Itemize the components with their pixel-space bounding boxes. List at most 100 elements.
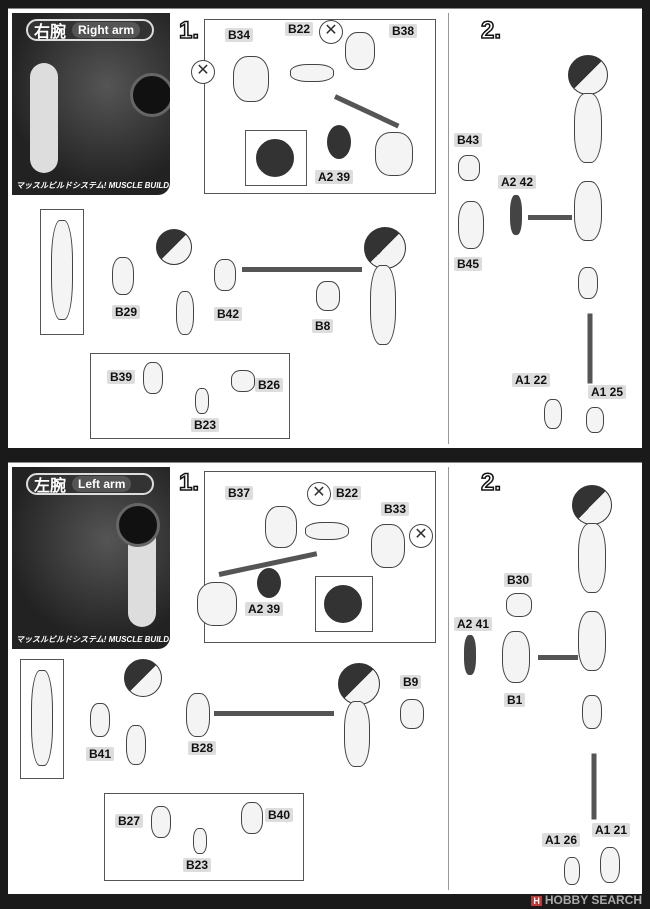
part-label: B40 (265, 808, 294, 822)
part (506, 593, 532, 617)
system-caption: マッスルビルドシステム! MUSCLE BUILD-UP SYSTEM! (16, 181, 170, 190)
part-assembled-arm (370, 265, 396, 345)
divider (448, 13, 449, 444)
step-1-detail-frame: B37 B22 B33 A2 39 ✕ ✕ (197, 471, 436, 643)
part-hand (578, 267, 598, 299)
part (600, 847, 620, 883)
step-2-number: 2. (478, 16, 505, 45)
part-cap (257, 568, 281, 598)
part-arm (578, 611, 606, 671)
part (186, 693, 210, 737)
part-label: B37 (225, 486, 254, 500)
part-label: A1 25 (588, 385, 627, 399)
arrow (587, 313, 593, 384)
part-label: A1 26 (542, 833, 581, 847)
shoulder-illustration (116, 503, 160, 547)
subassembly-box: B39 B26 B23 (90, 353, 290, 439)
no-cut-icon: ✕ (191, 60, 215, 84)
step-1-number: 1. (176, 16, 203, 45)
part-cap (327, 125, 351, 159)
part-arm (574, 93, 602, 163)
part (195, 388, 209, 414)
part (126, 725, 146, 765)
step-1-number: 1. (176, 468, 203, 497)
no-cut-icon: ✕ (319, 20, 343, 44)
part (90, 703, 110, 737)
part-hand (582, 695, 602, 729)
part (214, 259, 236, 291)
part-label: A1 21 (592, 823, 631, 837)
step-1-detail-frame: B34 B22 B38 ✕ ✕ A2 39 (191, 19, 436, 194)
part (176, 291, 194, 335)
part-arm (574, 181, 602, 241)
arrow (538, 655, 578, 660)
part-label: B23 (183, 858, 212, 872)
no-cut-icon: ✕ (307, 482, 331, 506)
arrow (214, 711, 334, 716)
arrow (591, 753, 597, 820)
part-assembled-arm (338, 663, 380, 705)
part-label: B33 (381, 502, 410, 516)
part-label: A1 22 (512, 373, 551, 387)
part (400, 699, 424, 729)
part (316, 281, 340, 311)
part-label: A2 39 (245, 602, 284, 616)
part-joint (290, 64, 334, 82)
part-arm (578, 523, 606, 593)
part (458, 201, 484, 249)
part-label: B27 (115, 814, 144, 828)
part-label: A2 39 (315, 170, 354, 184)
part-label: B29 (112, 305, 141, 319)
part (510, 195, 522, 235)
part-shoulder-ball (156, 229, 192, 265)
no-cut-icon: ✕ (409, 524, 433, 548)
watermark-logo: H (531, 896, 542, 906)
part-assembled (197, 582, 237, 626)
part-label: B8 (312, 319, 334, 333)
part-label: A2 41 (454, 617, 493, 631)
part-assembled-arm (364, 227, 406, 269)
part-cover (345, 32, 375, 70)
part-label: B38 (389, 24, 418, 38)
part (458, 155, 480, 181)
part (502, 631, 530, 683)
part-label: B22 (333, 486, 362, 500)
step-2-number: 2. (478, 468, 505, 497)
inset-detail (245, 130, 307, 186)
part (193, 828, 207, 854)
part-assembled-arm (344, 701, 370, 767)
inset-arm-view (40, 209, 84, 335)
arrow (528, 215, 572, 220)
part (241, 802, 263, 834)
part-label: B43 (454, 133, 483, 147)
system-caption: マッスルビルドシステム! MUSCLE BUILD-UP SYSTEM! (16, 635, 170, 644)
part (464, 635, 476, 675)
part-cover (265, 506, 297, 548)
part-label: B30 (504, 573, 533, 587)
part-label: B28 (188, 741, 217, 755)
inset-arm-view (20, 659, 64, 779)
arrow (242, 267, 362, 272)
part-assembled (375, 132, 413, 176)
part-label: B39 (107, 370, 136, 384)
inset-detail (315, 576, 373, 632)
part-label: A2 42 (498, 175, 537, 189)
part-arm (572, 485, 612, 525)
part-label: B1 (504, 693, 526, 707)
part-arm (568, 55, 608, 95)
divider (448, 467, 449, 890)
part (544, 399, 562, 429)
part (143, 362, 163, 394)
part (151, 806, 171, 838)
subassembly-box: B27 B40 B23 (104, 793, 304, 881)
watermark-text: HOBBY SEARCH (544, 893, 642, 907)
part-shoulder-ball (124, 659, 162, 697)
part-label: B22 (285, 22, 314, 36)
